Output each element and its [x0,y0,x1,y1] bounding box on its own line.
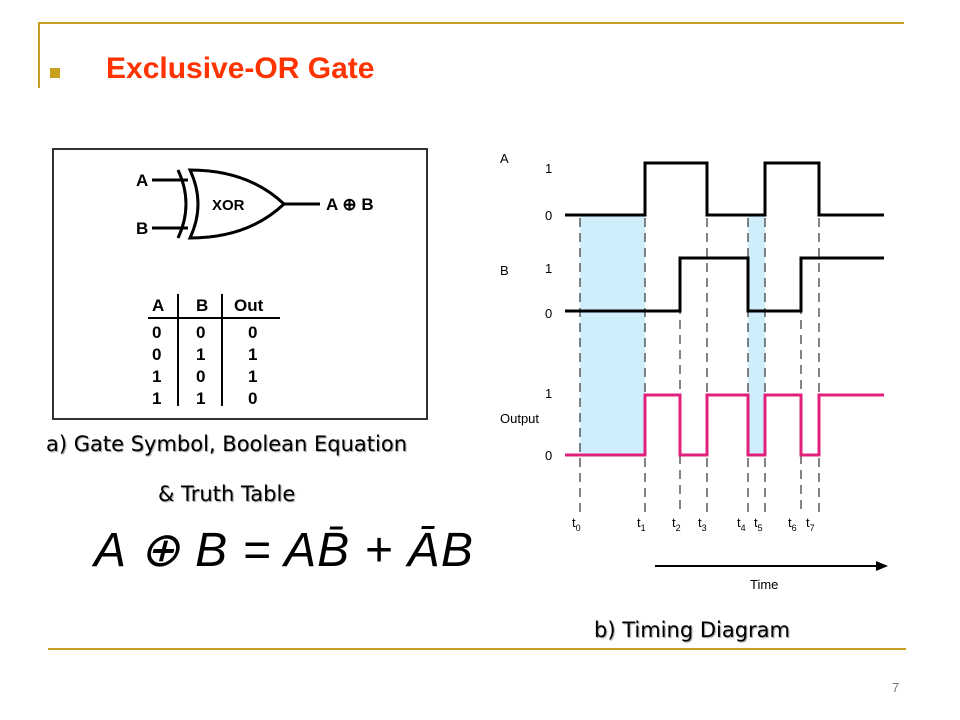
time-mark-labels: t0 t1 t2 t3 t4 t5 t6 t7 [572,515,815,533]
highlight-t4-t5 [748,215,765,455]
time-mark-t1: t1 [637,515,646,533]
top-rule [38,22,904,24]
signal-b-label: B [500,263,509,278]
gate-output-label: A ⊕ B [326,195,374,214]
time-mark-t3: t3 [698,515,707,533]
page-number: 7 [892,680,900,695]
signal-out-high: 1 [545,386,552,401]
waveform-output [565,393,884,457]
slide-title: Exclusive-OR Gate [106,52,375,85]
highlight-t0-t1 [580,215,645,455]
tt-cell: 0 [196,323,205,342]
gate-label: XOR [212,197,245,214]
tt-cell: 0 [152,345,161,364]
time-axis-label: Time [750,577,778,592]
signal-a-high: 1 [545,161,552,176]
gate-input-b-label: B [136,219,148,238]
time-mark-t6: t6 [788,515,797,533]
time-mark-t2: t2 [672,515,681,533]
title-bullet [50,68,60,78]
time-gridlines [579,218,820,512]
time-arrow-head [876,561,888,571]
tt-cell: 1 [248,367,257,386]
left-rule [38,22,40,88]
tt-cell: 0 [196,367,205,386]
caption-a-line1: a) Gate Symbol, Boolean Equation [46,432,407,456]
tt-header-a: A [152,296,164,315]
tt-cell: 1 [196,389,205,408]
time-mark-t7: t7 [806,515,815,533]
timing-diagram: A 1 0 B 1 0 1 Output 0 t0 t1 t2 t3 t4 t5… [500,151,888,592]
gate-figure: A B XOR A ⊕ B A B Out 0 0 0 0 1 1 1 0 1 … [52,148,428,420]
time-mark-t0: t0 [572,515,581,533]
tt-cell: 1 [248,345,257,364]
truth-table: A B Out 0 0 0 0 1 1 1 0 1 1 1 0 [148,294,280,408]
tt-cell: 1 [152,367,161,386]
waveform-a [565,161,884,217]
xor-extra-arc [176,169,188,239]
signal-a-label: A [500,151,509,166]
tt-header-out: Out [234,296,264,315]
signal-out-low: 0 [545,448,552,463]
time-mark-t4: t4 [737,515,746,533]
time-mark-t5: t5 [754,515,763,533]
tt-cell: 1 [196,345,205,364]
bottom-rule [48,648,906,650]
caption-a-line2: & Truth Table [158,482,296,506]
boolean-equation: A ⊕ B = AB̄ + ĀB [94,524,474,577]
gate-input-a-label: A [136,171,148,190]
signal-a-low: 0 [545,208,552,223]
tt-header-b: B [196,296,208,315]
caption-b: b) Timing Diagram [594,618,790,642]
tt-cell: 0 [248,323,257,342]
tt-cell: 0 [248,389,257,408]
signal-out-label: Output [500,411,539,426]
waveform-b [565,256,884,313]
signal-b-high: 1 [545,261,552,276]
tt-cell: 1 [152,389,161,408]
tt-cell: 0 [152,323,161,342]
signal-b-low: 0 [545,306,552,321]
xor-gate-body [187,168,287,240]
